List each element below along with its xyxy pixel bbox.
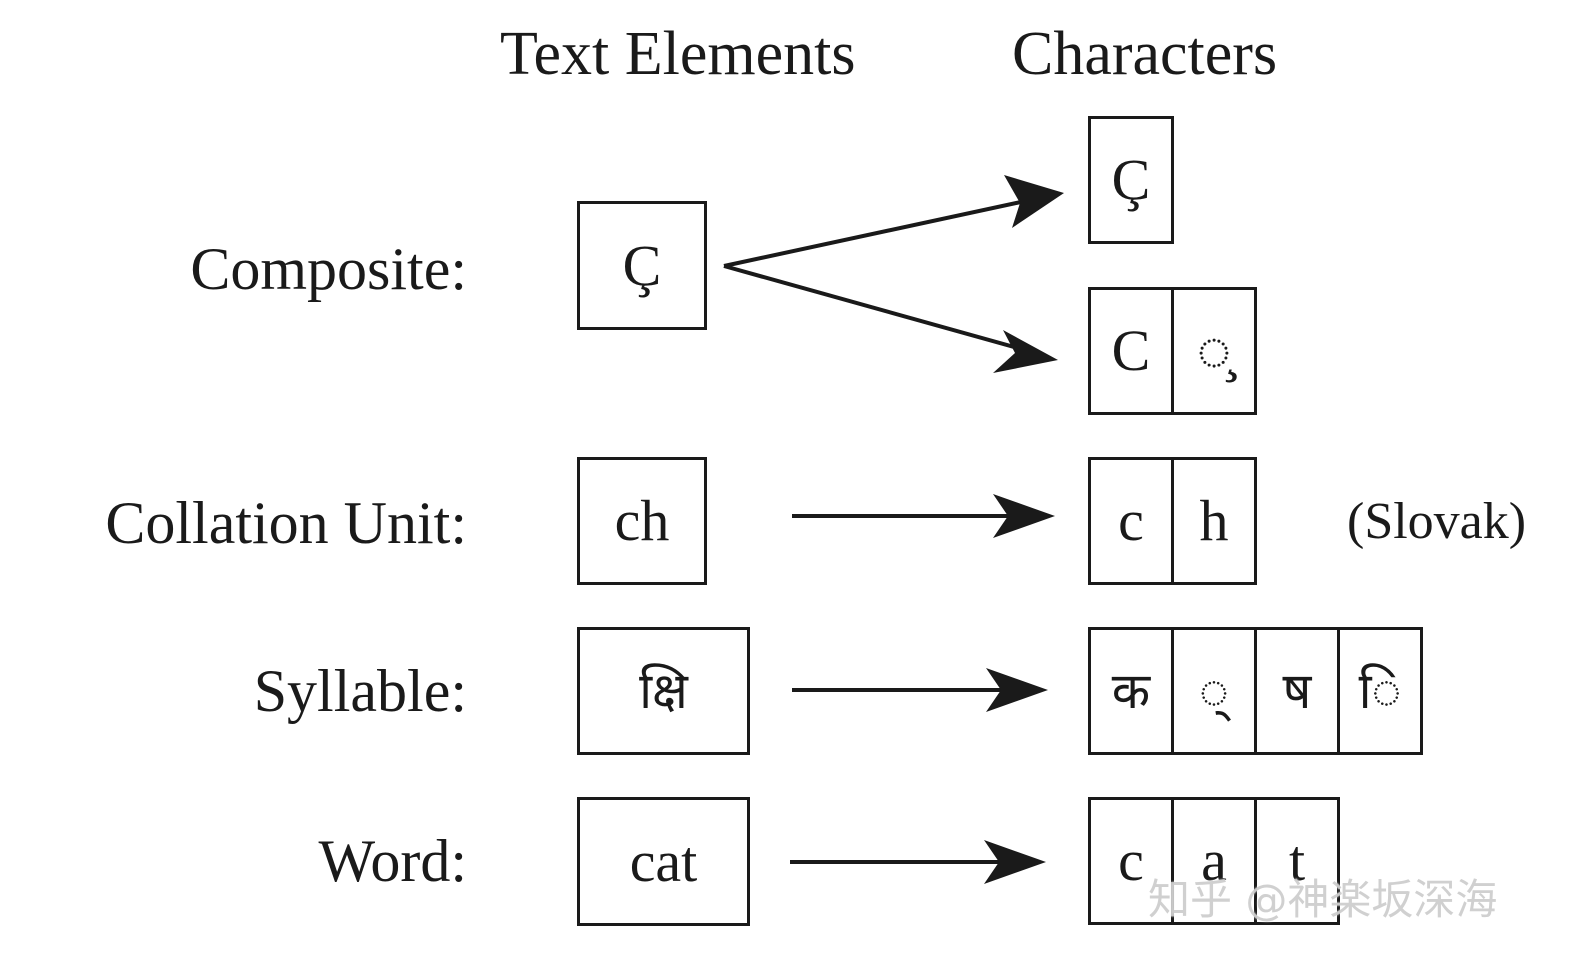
character-cell: Ç: [1088, 116, 1174, 244]
element-text: ch: [614, 488, 670, 553]
watermark: 知乎 @神楽坂深海: [1148, 875, 1498, 924]
character-cell: t: [1254, 797, 1340, 925]
element-box-syllable: क्षि: [577, 627, 750, 755]
characters-composite-precomposed: Ç: [1088, 116, 1174, 244]
characters-composite-decomposed: C ◌̧: [1088, 287, 1257, 415]
element-text: क्षि: [639, 662, 688, 720]
arrow-composite-upper: [723, 198, 1031, 268]
character-cell: ◌्: [1171, 627, 1257, 755]
row-label-collation-unit: Collation Unit:: [105, 490, 467, 556]
header-text-elements: Text Elements: [500, 20, 856, 88]
arrowhead-syllable: [986, 668, 1048, 712]
character-cell: h: [1171, 457, 1257, 585]
element-text: Ç: [622, 232, 662, 298]
character-cell: क: [1088, 627, 1174, 755]
character-cell: c: [1088, 797, 1174, 925]
characters-syllable: क ◌् ष ि: [1088, 627, 1423, 755]
arrowhead-composite-upper: [1004, 175, 1064, 228]
row-label-syllable: Syllable:: [253, 658, 467, 724]
character-cell: ष: [1254, 627, 1340, 755]
arrowhead-collation: [993, 494, 1055, 538]
element-box-word: cat: [577, 797, 750, 926]
arrow-composite-lower: [723, 264, 1026, 352]
element-box-composite: Ç: [577, 201, 707, 330]
row-label-word: Word:: [318, 828, 467, 894]
element-box-collation-unit: ch: [577, 457, 707, 585]
row-label-composite: Composite:: [190, 236, 467, 302]
characters-word: c a t: [1088, 797, 1340, 925]
note-slovak: (Slovak): [1347, 493, 1527, 550]
character-cell: ◌̧: [1171, 287, 1257, 415]
arrowhead-composite-lower: [993, 330, 1058, 373]
element-text: cat: [629, 828, 698, 894]
arrowhead-word: [984, 840, 1046, 884]
character-cell: a: [1171, 797, 1257, 925]
header-characters: Characters: [1012, 20, 1278, 88]
character-cell: C: [1088, 287, 1174, 415]
characters-collation-unit: c h: [1088, 457, 1257, 585]
character-cell: c: [1088, 457, 1174, 585]
character-cell: ि: [1337, 627, 1423, 755]
